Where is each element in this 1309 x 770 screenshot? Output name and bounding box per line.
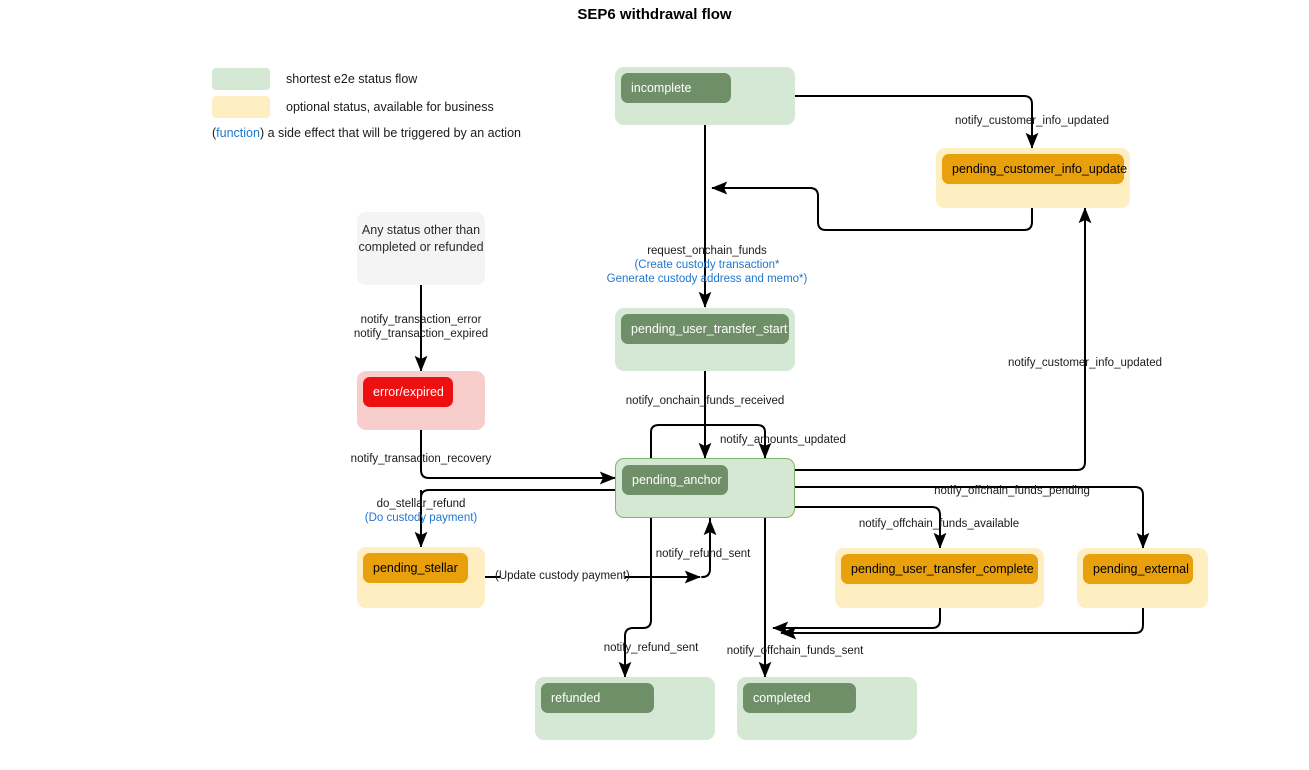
legend-swatch-orange — [212, 96, 270, 118]
edge-label-notify-offchain-funds-sent: notify_offchain_funds_sent — [726, 645, 864, 657]
node-refunded-pill: refunded — [541, 683, 654, 713]
edge-pending-anchor-to-refunded — [618, 518, 652, 678]
node-error-expired[interactable]: error/expired — [357, 371, 485, 430]
node-pending-stellar-pill: pending_stellar — [363, 553, 468, 583]
edge-label-do-stellar-refund: do_stellar_refund (Do custody payment) — [365, 497, 478, 525]
node-pending-external-pill: pending_external — [1083, 554, 1193, 584]
edge-label-do-stellar-refund-fn: (Do custody payment) — [364, 512, 478, 524]
page-title: SEP6 withdrawal flow — [577, 6, 732, 23]
edge-label-notify-refund-sent-down: notify_refund_sent — [603, 642, 699, 654]
node-pending-user-transfer-complete-label: pending_user_transfer_complete — [851, 562, 1034, 576]
node-any-status-label: Any status other than completed or refun… — [358, 223, 484, 254]
node-pending-user-transfer-start-label: pending_user_transfer_start — [631, 322, 788, 336]
node-refunded[interactable]: refunded — [535, 677, 715, 740]
edge-pending-anchor-to-refund-branch — [420, 489, 615, 520]
legend-paren-open: ( — [212, 126, 217, 140]
node-pending-customer-info-update-pill: pending_customer_info_update — [942, 154, 1128, 184]
node-error-expired-pill: error/expired — [363, 377, 453, 407]
edge-label-notify-customer-info-updated-right: notify_customer_info_updated — [1007, 357, 1163, 369]
node-pending-external-label: pending_external — [1093, 562, 1189, 576]
node-completed-label: completed — [753, 691, 811, 705]
edge-label-notify-transaction-expired: notify_transaction_expired — [353, 328, 489, 340]
node-error-expired-label: error/expired — [373, 385, 444, 399]
edge-label-request-onchain-funds-fn1: (Create custody transaction* — [634, 259, 780, 271]
node-completed-pill: completed — [743, 683, 856, 713]
node-pending-user-transfer-start[interactable]: pending_user_transfer_start — [615, 308, 795, 371]
edge-label-request-onchain-funds-action: request_onchain_funds — [647, 245, 767, 257]
legend-item-function-note: (function) a side effect that will be tr… — [212, 126, 632, 140]
legend-function-keyword: function — [216, 126, 260, 140]
node-pending-customer-info-update[interactable]: pending_customer_info_update — [936, 148, 1130, 208]
legend-item-optional-status: optional status, available for business — [212, 94, 632, 120]
node-incomplete-label: incomplete — [631, 81, 692, 95]
node-pending-user-transfer-start-pill: pending_user_transfer_start — [621, 314, 789, 344]
edge-pending-external-to-completed — [780, 608, 1144, 640]
node-pending-customer-info-update-label: pending_customer_info_update — [952, 162, 1128, 176]
edge-label-notify-offchain-funds-pending: notify_offchain_funds_pending — [934, 485, 1090, 497]
node-pending-stellar-label: pending_stellar — [373, 561, 458, 575]
edge-label-notify-transaction-error: notify_transaction_error — [360, 314, 482, 326]
node-pending-anchor-pill: pending_anchor — [622, 465, 728, 495]
edge-label-notify-offchain-funds-available: notify_offchain_funds_available — [858, 518, 1020, 530]
node-pending-user-transfer-complete[interactable]: pending_user_transfer_complete — [835, 548, 1044, 608]
edge-label-notify-customer-info-updated-top: notify_customer_info_updated — [954, 115, 1110, 127]
edge-pending-anchor-to-pending-external — [795, 486, 1150, 549]
node-pending-user-transfer-complete-pill: pending_user_transfer_complete — [841, 554, 1038, 584]
edge-label-notify-transaction-error-expired: notify_transaction_error notify_transact… — [354, 313, 488, 341]
edge-label-request-onchain-funds-fn2: Generate custody address and memo*) — [606, 273, 808, 285]
edge-notify-refund-sent-loop — [701, 518, 711, 578]
edge-label-notify-refund-sent-loop: notify_refund_sent — [655, 548, 751, 560]
node-refunded-label: refunded — [551, 691, 601, 705]
node-pending-external[interactable]: pending_external — [1077, 548, 1208, 608]
legend: shortest e2e status flow optional status… — [212, 66, 632, 140]
legend-label-shortest-flow: shortest e2e status flow — [286, 72, 418, 86]
edge-label-request-onchain-funds: request_onchain_funds (Create custody tr… — [607, 244, 808, 286]
node-pending-stellar[interactable]: pending_stellar — [357, 547, 485, 608]
edge-error-expired-to-pending-anchor — [420, 430, 616, 485]
edge-pending-anchor-self-loop-left — [650, 424, 772, 459]
legend-label-optional-status: optional status, available for business — [286, 100, 494, 114]
edge-label-update-custody-payment: (Update custody payment) — [495, 570, 630, 582]
node-completed[interactable]: completed — [737, 677, 917, 740]
edge-label-notify-onchain-funds-received: notify_onchain_funds_received — [625, 395, 785, 407]
edge-label-do-stellar-refund-action: do_stellar_refund — [376, 498, 466, 510]
legend-paren-close: ) — [259, 126, 265, 140]
edge-pending-customer-info-update-to-incomplete — [711, 181, 1033, 231]
node-incomplete[interactable]: incomplete — [615, 67, 795, 125]
edge-pending-user-transfer-complete-to-completed — [772, 608, 941, 635]
node-pending-anchor[interactable]: pending_anchor — [615, 458, 795, 518]
edge-label-notify-transaction-recovery: notify_transaction_recovery — [350, 453, 492, 465]
edge-pending-anchor-to-pending-user-transfer-complete — [795, 506, 947, 549]
edge-label-notify-amounts-updated: notify_amounts_updated — [720, 434, 846, 446]
edge-pending-anchor-to-pending-customer-info-update — [795, 207, 1092, 471]
node-any-status[interactable]: Any status other than completed or refun… — [357, 212, 485, 285]
legend-swatch-green — [212, 68, 270, 90]
legend-item-shortest-flow: shortest e2e status flow — [212, 66, 632, 92]
node-incomplete-pill: incomplete — [621, 73, 731, 103]
node-pending-anchor-label: pending_anchor — [632, 473, 722, 487]
legend-function-description: a side effect that will be triggered by … — [264, 126, 521, 140]
edge-incomplete-to-pending-customer-info-update — [795, 95, 1039, 149]
